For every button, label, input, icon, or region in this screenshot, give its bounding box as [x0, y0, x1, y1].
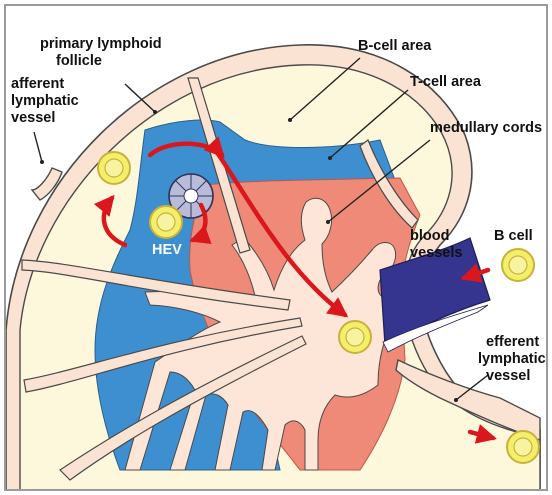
label-efferent-2: lymphatic: [478, 351, 546, 367]
b-cell-medulla: [339, 321, 371, 353]
label-efferent-1: efferent: [486, 334, 539, 350]
label-t-cell-area: T-cell area: [410, 74, 482, 90]
label-efferent-3: vessel: [486, 368, 530, 384]
label-medullary-cords: medullary cords: [430, 120, 542, 136]
label-b-cell-area: B-cell area: [358, 38, 432, 54]
label-hev: HEV: [152, 242, 182, 258]
b-cell-near-hev: [150, 206, 182, 238]
b-cell-blood: [502, 249, 534, 281]
b-cell-efferent: [507, 431, 539, 463]
label-blood-1: blood: [410, 228, 449, 244]
label-afferent-1: afferent: [11, 76, 64, 92]
label-primary-follicle-1: primary lymphoid: [40, 36, 162, 52]
label-afferent-2: lymphatic: [11, 93, 79, 109]
label-blood-2: vessels: [410, 245, 462, 261]
label-b-cell: B cell: [494, 228, 533, 244]
label-primary-follicle-2: follicle: [56, 53, 102, 69]
label-afferent-3: vessel: [11, 110, 55, 126]
b-cell-follicle: [98, 152, 130, 184]
